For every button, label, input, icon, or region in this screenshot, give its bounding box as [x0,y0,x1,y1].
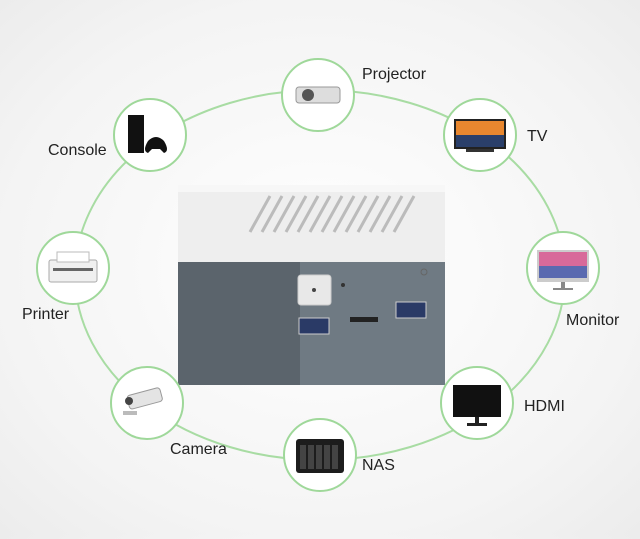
console-icon [128,115,167,153]
device-node-console [113,98,187,172]
usb-port [298,317,330,335]
monitor-icon [537,250,589,290]
device-label: Projector [362,66,427,83]
device-node-monitor [526,231,600,305]
device-node-nas [283,418,357,492]
device-label: Monitor [566,312,620,329]
mini-pc-product [178,185,445,385]
device-label: HDMI [524,398,565,415]
camera-icon [123,387,163,415]
device-node-camera [110,366,184,440]
device-node-tv [443,98,517,172]
sd-card-slot [350,317,378,322]
projector-icon [295,86,341,104]
device-label: Camera [170,441,227,458]
printer-icon [48,251,98,283]
device-label: NAS [362,457,395,474]
device-node-hdmi [440,366,514,440]
device-node-printer [36,231,110,305]
nas-icon [296,439,344,473]
hdmi-display-icon [453,385,501,426]
device-label: TV [527,128,548,145]
device-label: Printer [22,306,70,323]
tv-icon [454,119,506,152]
usb-port [395,301,427,319]
device-label: Console [48,142,107,159]
device-node-projector [281,58,355,132]
